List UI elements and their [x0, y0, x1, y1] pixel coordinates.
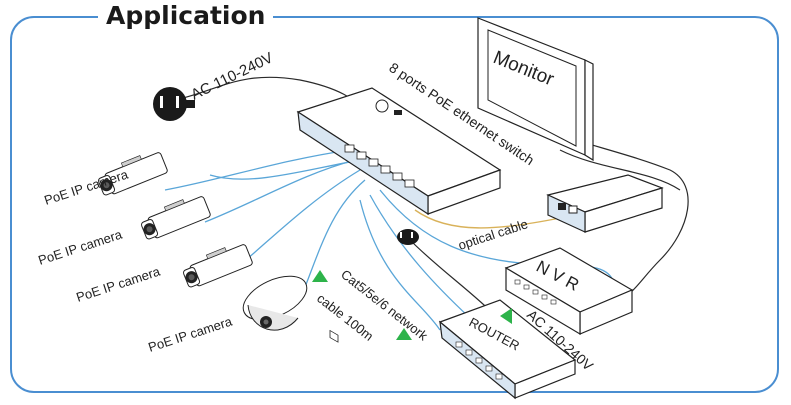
arrow-left-icon: [500, 308, 512, 324]
media-converter: [546, 174, 664, 233]
camera-1-icon: [98, 152, 168, 196]
ac-power-top-label: AC 110-240V: [188, 49, 275, 103]
poe-switch: [296, 87, 502, 343]
diagram-title: Application: [98, 2, 274, 30]
diagram-frame: [10, 16, 779, 393]
camera-2-label: PoE IP camera: [36, 226, 124, 267]
camera-2-icon: [141, 196, 211, 240]
camera-3-icon: [183, 244, 253, 288]
optical-cable: [414, 209, 561, 229]
optical-cable-label: optical cable: [456, 216, 529, 253]
arrow-up-icon: [396, 328, 412, 340]
cable-spec-line1: Cat5/5e/6 network: [338, 267, 431, 344]
nvr: N V R: [504, 247, 634, 336]
direction-arrows: [312, 270, 512, 340]
arrow-up-icon: [312, 270, 328, 282]
power-plug-bottom-icon: [397, 229, 419, 245]
power-plug-top-icon: [153, 87, 195, 121]
router: ROUTER: [438, 299, 577, 400]
monitor: Monitor: [477, 17, 594, 162]
dome-camera-icon: [242, 275, 308, 331]
camera-3-label: PoE IP camera: [74, 263, 162, 304]
camera-4-label: PoE IP camera: [146, 313, 234, 354]
